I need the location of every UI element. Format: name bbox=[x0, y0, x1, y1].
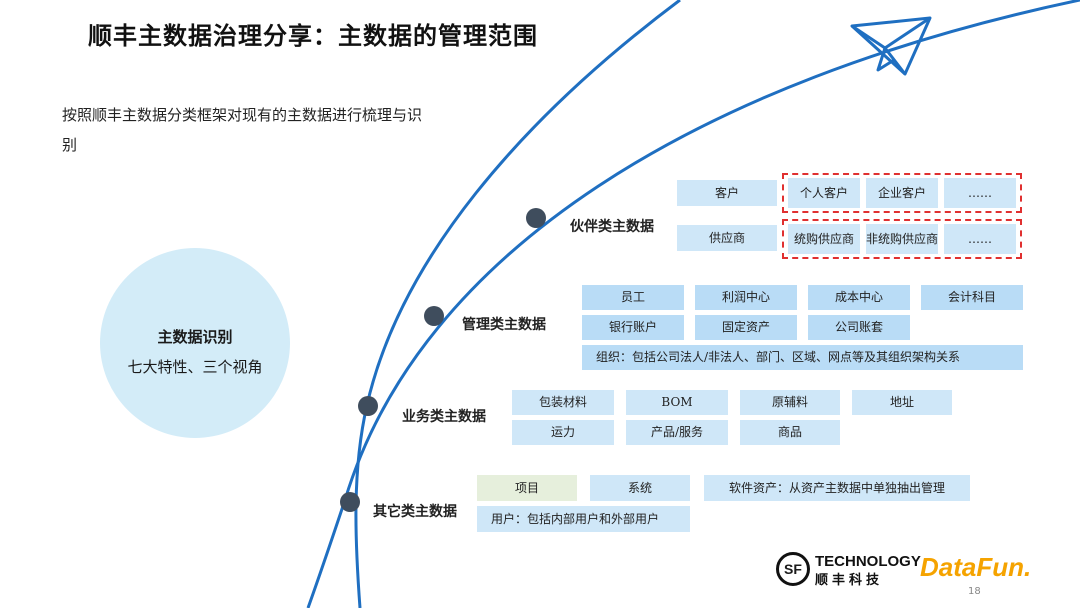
partner-dot bbox=[526, 208, 546, 228]
supplier-more-box: …… bbox=[944, 224, 1016, 254]
page-title: 顺丰主数据治理分享：主数据的管理范围 bbox=[88, 21, 538, 50]
circle-subtitle: 七大特性、三个视角 bbox=[127, 358, 263, 376]
datafun-logo: DataFun. bbox=[920, 552, 1032, 582]
goods-box: 商品 bbox=[740, 420, 840, 445]
management-category-label: 管理类主数据 bbox=[462, 317, 546, 333]
central-supplier-box: 统购供应商 bbox=[788, 224, 860, 254]
bom-box: BOM bbox=[626, 390, 728, 415]
company-ledger-box: 公司账套 bbox=[808, 315, 910, 340]
customer-dashed-group bbox=[782, 173, 1022, 213]
enterprise-customer-box: 企业客户 bbox=[866, 178, 938, 208]
other-dot bbox=[340, 492, 360, 512]
individual-customer-box: 个人客户 bbox=[788, 178, 860, 208]
raw-material-box: 原辅料 bbox=[740, 390, 840, 415]
software-asset-box: 软件资产：从资产主数据中单独抽出管理 bbox=[704, 475, 970, 501]
profit-center-box: 利润中心 bbox=[695, 285, 797, 310]
project-box: 项目 bbox=[477, 475, 577, 501]
customer-more-box: …… bbox=[944, 178, 1016, 208]
capacity-box: 运力 bbox=[512, 420, 614, 445]
bank-account-box: 银行账户 bbox=[582, 315, 684, 340]
customer-box: 客户 bbox=[677, 180, 777, 206]
management-dot bbox=[424, 306, 444, 326]
product-service-box: 产品/服务 bbox=[626, 420, 728, 445]
sf-logo: SF bbox=[776, 552, 810, 586]
circle-title: 主数据识别 bbox=[157, 328, 233, 346]
accounting-subject-box: 会计科目 bbox=[921, 285, 1023, 310]
identification-circle bbox=[100, 248, 290, 438]
users-box: 用户：包括内部用户和外部用户 bbox=[477, 506, 690, 532]
partner-category-label: 伙伴类主数据 bbox=[570, 219, 654, 235]
page-number: 18 bbox=[968, 586, 981, 597]
main-arc bbox=[354, 0, 681, 608]
organization-box: 组织：包括公司法人/非法人、部门、区域、网点等及其组织架构关系 bbox=[582, 345, 1023, 370]
supplier-box: 供应商 bbox=[677, 225, 777, 251]
supplier-dashed-group bbox=[782, 219, 1022, 259]
employee-box: 员工 bbox=[582, 285, 684, 310]
fixed-asset-box: 固定资产 bbox=[695, 315, 797, 340]
intro-text: 按照顺丰主数据分类框架对现有的主数据进行梳理与识别 bbox=[62, 106, 423, 154]
cost-center-box: 成本中心 bbox=[808, 285, 910, 310]
system-box: 系统 bbox=[590, 475, 690, 501]
other-category-label: 其它类主数据 bbox=[373, 504, 457, 520]
sf-chinese-text: 顺丰科技 bbox=[815, 573, 884, 588]
packaging-box: 包装材料 bbox=[512, 390, 614, 415]
sf-technology-text: TECHNOLOGY bbox=[815, 553, 921, 570]
business-dot bbox=[358, 396, 378, 416]
secondary-arc bbox=[306, 0, 1080, 608]
address-box: 地址 bbox=[852, 390, 952, 415]
non-central-supplier-box: 非统购供应商 bbox=[866, 224, 938, 254]
business-category-label: 业务类主数据 bbox=[402, 409, 486, 425]
paper-plane-icon bbox=[850, 16, 932, 76]
